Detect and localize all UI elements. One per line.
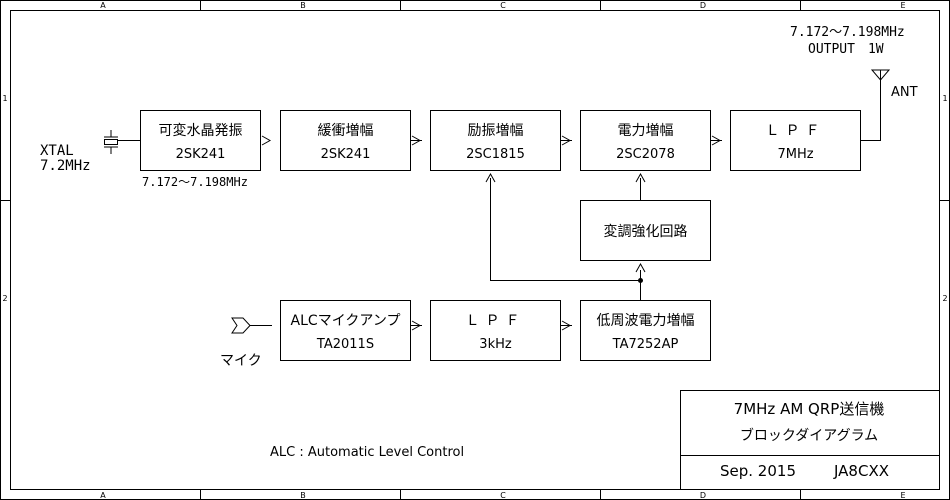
block-power-amp [580, 110, 711, 171]
antenna-icon [870, 69, 891, 81]
block-vxo [140, 110, 261, 171]
power-title: 電力増幅 [618, 123, 674, 139]
col-label-a-bottom: A [100, 491, 106, 500]
doc-subtitle: ブロックダイアグラム [740, 427, 878, 444]
col-label-c: C [500, 1, 506, 10]
signal-wires [118, 78, 881, 326]
row-label-2-right: 2 [942, 294, 947, 303]
inner-frame [10, 10, 940, 490]
col-label-b: B [300, 1, 306, 10]
output-freq-label: 7.172～7.198MHz [790, 25, 905, 40]
block-lpf-rf [730, 110, 861, 171]
arrowheads [261, 135, 722, 331]
block-lpf-af [430, 300, 561, 361]
doc-author: JA8CXX [833, 462, 889, 480]
xtal-label: XTAL [40, 143, 74, 159]
af-power-title: 低周波電力増幅 [597, 313, 695, 329]
col-label-e: E [900, 1, 905, 10]
driver-title: 励振増幅 [468, 123, 524, 139]
af-power-part: TA7252AP [612, 337, 679, 352]
vxo-range-label: 7.172～7.198MHz [142, 175, 248, 189]
buffer-part: 2SK241 [321, 147, 371, 162]
col-label-a: A [100, 1, 106, 10]
title-block [680, 390, 940, 490]
col-label-d: D [700, 1, 706, 10]
block-modulation [580, 200, 711, 261]
mic-label: マイク [220, 353, 262, 369]
row-label-1: 1 [2, 94, 7, 103]
alc-note: ALC : Automatic Level Control [270, 445, 464, 460]
buffer-title: 緩衝増幅 [318, 123, 374, 139]
modulation-title: 変調強化回路 [604, 223, 688, 240]
lpf-af-title: ＬＰＦ [466, 313, 526, 329]
vxo-part: 2SK241 [176, 147, 226, 162]
col-label-b-bottom: B [300, 491, 306, 500]
lpf-rf-title: ＬＰＦ [766, 123, 826, 139]
alc-amp-title: ALCマイクアンプ [291, 313, 401, 329]
output-power-label: OUTPUT 1W [808, 42, 884, 57]
junction-dot [638, 278, 643, 283]
driver-part: 2SC1815 [466, 147, 525, 162]
block-alc-amp [280, 300, 411, 361]
vxo-title: 可変水晶発振 [159, 122, 243, 139]
antenna-label: ANT [891, 85, 918, 100]
doc-date: Sep. 2015 [720, 462, 796, 480]
row-label-1-right: 1 [942, 94, 947, 103]
xtal-freq-label: 7.2MHz [40, 158, 91, 174]
row-label-2: 2 [2, 294, 7, 303]
col-label-c-bottom: C [500, 491, 506, 500]
lpf-rf-part: 7MHz [777, 147, 813, 162]
block-buffer [280, 110, 411, 171]
alc-amp-part: TA2011S [316, 337, 374, 352]
lpf-af-part: 3kHz [479, 337, 512, 352]
power-part: 2SC2078 [616, 147, 675, 162]
col-label-e-bottom: E [900, 491, 905, 500]
crystal-icon [104, 130, 118, 154]
block-af-power-amp [580, 300, 711, 361]
col-label-d-bottom: D [700, 491, 706, 500]
block-driver [430, 110, 561, 171]
microphone-icon [231, 317, 251, 334]
doc-title: 7MHz AM QRP送信機 [734, 400, 885, 418]
